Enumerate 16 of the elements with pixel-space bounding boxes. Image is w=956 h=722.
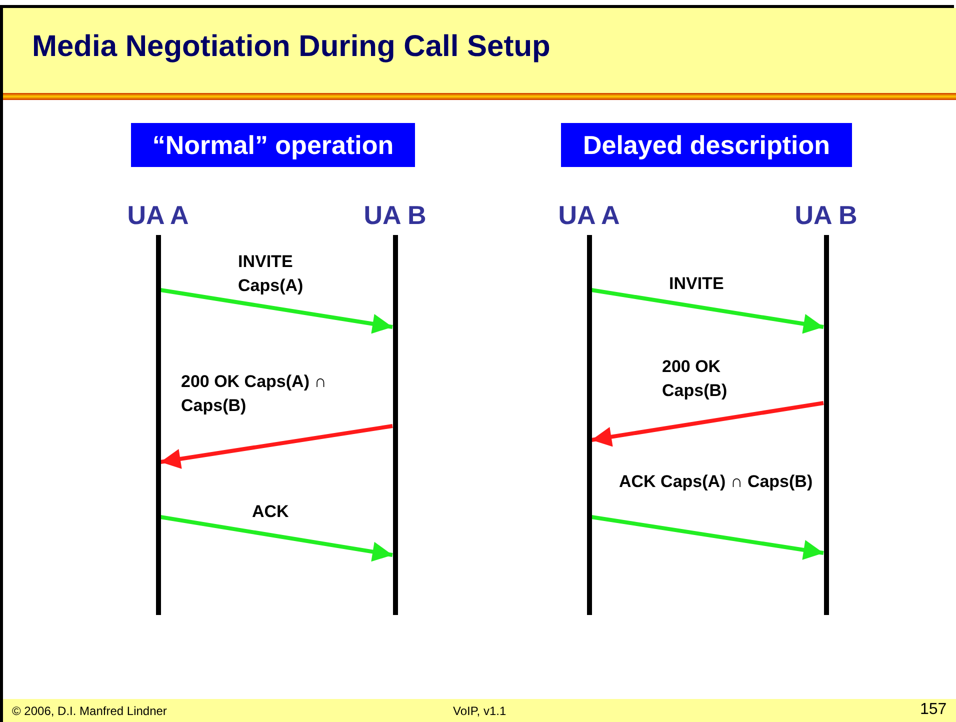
slide-title: Media Negotiation During Call Setup (32, 30, 550, 64)
section-heading: Delayed description (561, 123, 852, 167)
footer-text: VoIP, v1.1 (453, 704, 506, 718)
message-arrow (160, 424, 393, 469)
message-arrow (591, 288, 824, 334)
message-arrow (160, 515, 393, 562)
footer-text: 157 (920, 701, 947, 719)
message-arrow (160, 288, 393, 334)
message-arrow (591, 401, 824, 447)
participant-label: UA A (557, 200, 621, 230)
footer-text: © 2006, D.I. Manfred Lindner (12, 704, 167, 718)
message-arrow (591, 515, 824, 560)
participant-label: UA B (794, 200, 858, 230)
participant-label: UA A (126, 200, 190, 230)
section-heading: “Normal” operation (131, 123, 415, 167)
participant-label: UA B (362, 200, 428, 230)
